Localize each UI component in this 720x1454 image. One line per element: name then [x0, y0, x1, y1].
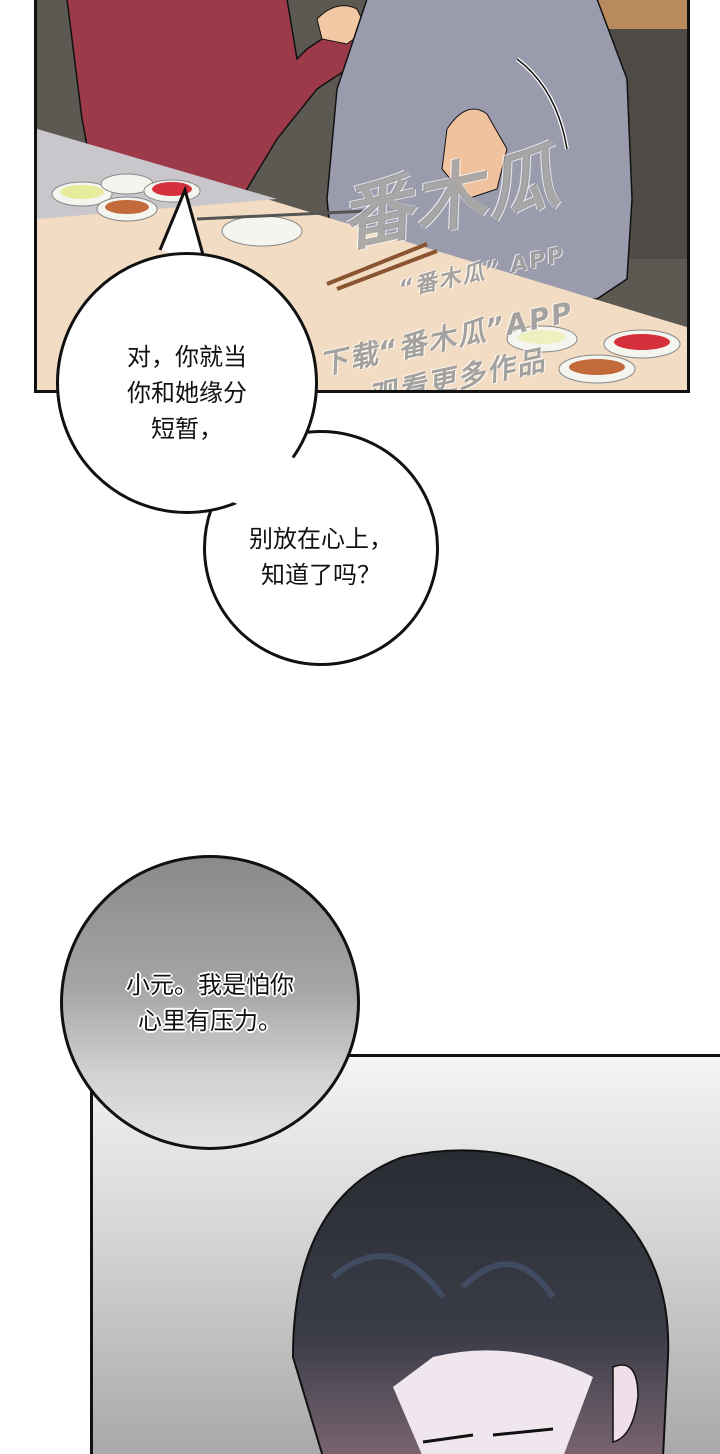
speech-bubble-tail — [158, 185, 207, 263]
speech-bubble-2: 别放在心上， 知道了吗？ — [203, 430, 439, 666]
character-hair-illustration — [291, 1149, 670, 1454]
speech-bubble-1: 对，你就当 你和她缘分 短暂， — [56, 252, 318, 514]
bubble-merge-fill — [215, 448, 305, 508]
speech-bubble-2-text: 别放在心上， 知道了吗？ — [249, 525, 393, 589]
speech-bubble-1-text: 对，你就当 你和她缘分 短暂， — [127, 343, 247, 443]
speech-bubble-3: 小元。我是怕你 心里有压力。 — [60, 855, 360, 1150]
speech-bubble-3-text: 小元。我是怕你 心里有压力。 — [126, 970, 294, 1035]
